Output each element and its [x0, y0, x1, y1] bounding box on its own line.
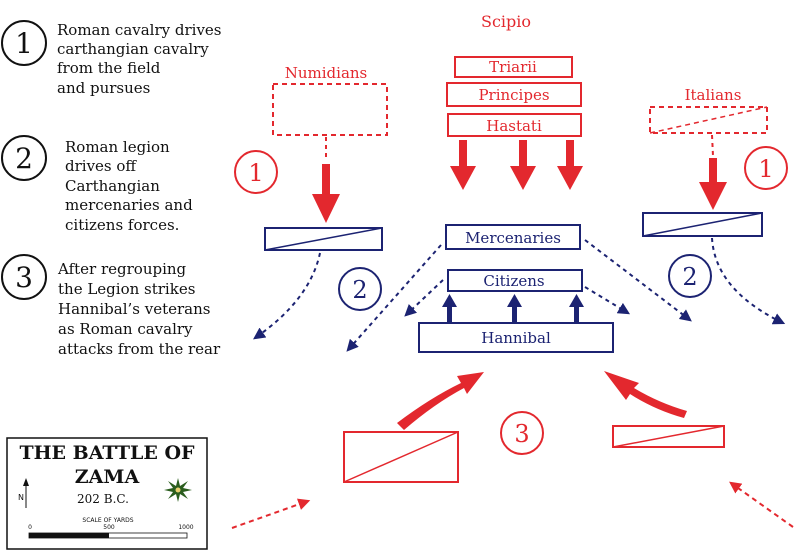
svg-text:Roman cavalry drives c: Roman cavalry drives carthangian cavalry… [57, 21, 226, 97]
regrouped-left-box [343, 431, 459, 483]
citizens-box [447, 269, 583, 292]
carthaginian-cavalry-right-diagonal [642, 212, 763, 237]
legend-number-circle-1 [1, 20, 47, 66]
hastati-label: Hastati [486, 117, 542, 135]
citizens-label: Citizens [483, 272, 544, 290]
legend-1-line-2: carthangian cavalry [57, 40, 209, 58]
legion-advance-arrow-left [450, 140, 476, 190]
legend-2-line-2: drives off [65, 157, 137, 175]
roman-forces: Scipio Triarii Principes Hastati Numidia… [231, 12, 794, 529]
scale-tick-1000: 1000 [178, 524, 193, 531]
phase-1-marker-right-circle [744, 146, 788, 190]
phase-3-strike-arrow-right [604, 371, 687, 418]
scale-tick-0: 0 [28, 524, 32, 531]
numidians-box [272, 83, 388, 136]
phase-3-strike-arrow-left [397, 372, 484, 430]
legend-item-3: 3 After regrouping the Legion strikes Ha… [1, 254, 221, 358]
phase-2-marker-right: 2 [682, 263, 697, 291]
legend-number-1: 1 [15, 27, 33, 60]
carthaginian-cavalry-left-diagonal [264, 227, 383, 251]
legend-3-line-5: attacks from the rear [58, 340, 221, 358]
compass-star-icon [164, 478, 192, 502]
scale-bar [28, 532, 188, 539]
regrouped-right-diagonal [612, 425, 725, 448]
phase-2-marker-left-circle [338, 267, 382, 311]
legend: 1 Roman cavalry drives carthangian caval… [1, 20, 226, 358]
phase-1-marker-left-circle [234, 150, 278, 194]
carthaginian-forces: Mercenaries Citizens Hannibal 2 2 [253, 212, 786, 353]
italians-dashed-line [711, 134, 714, 157]
title-line-1: THE BATTLE OF [19, 442, 195, 464]
legend-3-line-4: as Roman cavalry [58, 320, 193, 338]
legend-number-circle-2 [1, 135, 47, 181]
veterans-arrow-left [442, 294, 457, 322]
legend-3-line-1: After regrouping [57, 260, 187, 278]
mercenaries-label: Mercenaries [465, 229, 561, 247]
north-label: N [18, 493, 24, 502]
legend-2-line-3: Carthangian [65, 177, 160, 195]
legion-advance-arrow-center [510, 140, 536, 190]
scipio-label: Scipio [481, 12, 531, 31]
retreat-arrow-citizens-left [404, 279, 444, 317]
retreat-arrow-citizens-right [584, 286, 631, 315]
legend-number-2: 2 [15, 142, 33, 175]
italians-charge-arrow [699, 158, 727, 210]
phase-1-marker-right: 1 [758, 155, 773, 183]
principes-box [446, 82, 582, 107]
svg-text:After regrouping the L: After regrouping the Legion strikes Hann… [57, 260, 221, 358]
numidians-label: Numidians [285, 64, 368, 82]
phase-2-marker-right-circle [668, 254, 712, 298]
triarii-label: Triarii [489, 58, 537, 76]
scale-tick-500: 500 [103, 524, 115, 531]
legend-number-3: 3 [15, 261, 33, 294]
regrouped-right-box [612, 425, 725, 448]
legend-3-line-3: Hannibal’s veterans [58, 300, 210, 318]
hastati-box [447, 113, 582, 137]
hannibal-box [418, 322, 614, 353]
mercenaries-box [445, 224, 581, 250]
legend-2-line-1: Roman legion [65, 138, 170, 156]
principes-label: Principes [478, 86, 549, 104]
veterans-arrow-right [569, 294, 584, 322]
carthaginian-cavalry-left-box [264, 227, 383, 251]
legend-1-line-4: and pursues [57, 79, 150, 97]
veterans-arrow-center [507, 294, 522, 322]
title-box: THE BATTLE OF ZAMA 202 B.C. N SCALE OF Y… [6, 437, 208, 550]
italians-box [649, 106, 768, 134]
north-arrow-icon: N [18, 478, 29, 508]
rear-attack-arrow-left [231, 498, 311, 529]
hannibal-label: Hannibal [481, 329, 551, 347]
legend-item-1: 1 Roman cavalry drives carthangian caval… [1, 20, 226, 97]
legend-1-line-1: Roman cavalry drives [57, 21, 222, 39]
legend-2-line-4: mercenaries and [65, 196, 193, 214]
scale-label: SCALE OF YARDS [82, 517, 133, 524]
legend-2-line-5: citizens forces. [65, 216, 179, 234]
legend-1-line-3: from the field [57, 59, 161, 77]
triarii-box [454, 56, 573, 78]
legend-number-circle-3 [1, 254, 47, 300]
phase-1-marker-left: 1 [248, 159, 263, 187]
title-date: 202 B.C. [77, 492, 129, 506]
retreat-arrow-left-cavalry [253, 252, 321, 340]
rear-attack-arrow-right [729, 481, 794, 528]
retreat-arrow-right-cavalry [711, 237, 786, 325]
retreat-arrow-mercenaries-right [584, 239, 692, 322]
regrouped-left-diagonal [343, 431, 459, 483]
svg-text:Roman legion drives of: Roman legion drives off Carthangian merc… [65, 138, 197, 234]
title-line-2: ZAMA [75, 466, 140, 488]
phase-3-marker-circle [500, 411, 544, 455]
phase-2-marker-left: 2 [352, 276, 367, 304]
italians-box-diagonal [649, 106, 768, 134]
carthaginian-cavalry-right-box [642, 212, 763, 237]
legion-advance-arrow-right [557, 140, 583, 190]
italians-label: Italians [685, 86, 742, 104]
legend-3-line-2: the Legion strikes [58, 280, 195, 298]
legend-item-2: 2 Roman legion drives off Carthangian me… [1, 135, 197, 234]
phase-3-marker: 3 [514, 420, 529, 448]
numidians-charge-arrow [312, 164, 340, 223]
